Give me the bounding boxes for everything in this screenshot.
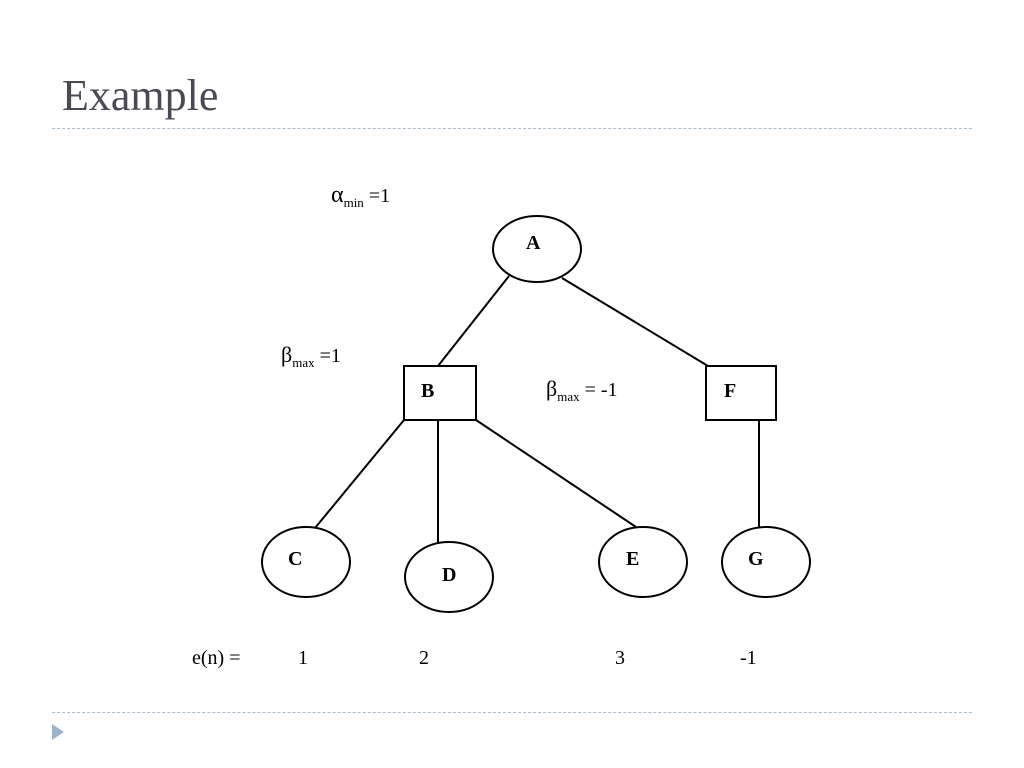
slide-title: Example <box>62 71 219 120</box>
edge-a-b <box>437 275 510 367</box>
node-a <box>492 215 582 283</box>
alpha-subscript: min <box>344 195 365 210</box>
beta-b-symbol: β <box>281 342 292 367</box>
node-f-label: F <box>724 380 736 402</box>
node-c-label: C <box>288 548 302 570</box>
footer-divider <box>52 712 972 713</box>
node-d-label: D <box>442 564 456 586</box>
beta-f-symbol: β <box>546 376 557 401</box>
triangle-bullet-icon <box>52 724 64 740</box>
evaluation-value-d: 2 <box>419 647 429 669</box>
node-f <box>705 365 777 421</box>
alpha-symbol: α <box>331 182 344 208</box>
node-b-label: B <box>421 380 434 402</box>
node-e <box>598 526 688 598</box>
node-b <box>403 365 477 421</box>
beta-b-value: =1 <box>315 345 341 367</box>
node-e-label: E <box>626 548 639 570</box>
node-g <box>721 526 811 598</box>
title-divider <box>52 128 972 129</box>
edge-b-e <box>475 419 637 528</box>
evaluation-label: e(n) = <box>192 647 240 669</box>
beta-max-b-annotation: βmax =1 <box>281 342 341 370</box>
evaluation-value-g: -1 <box>740 647 757 669</box>
beta-f-value: = -1 <box>580 379 618 401</box>
evaluation-value-e: 3 <box>615 647 625 669</box>
beta-max-f-annotation: βmax = -1 <box>546 376 618 404</box>
alpha-min-annotation: αmin =1 <box>331 182 390 210</box>
edge-a-f <box>561 277 709 367</box>
evaluation-value-c: 1 <box>298 647 308 669</box>
beta-b-subscript: max <box>292 355 315 370</box>
node-c <box>261 526 351 598</box>
node-a-label: A <box>526 232 541 254</box>
node-g-label: G <box>748 548 764 570</box>
node-d <box>404 541 494 613</box>
alpha-value: =1 <box>364 185 390 207</box>
edge-b-c <box>314 419 405 529</box>
beta-f-subscript: max <box>557 389 580 404</box>
